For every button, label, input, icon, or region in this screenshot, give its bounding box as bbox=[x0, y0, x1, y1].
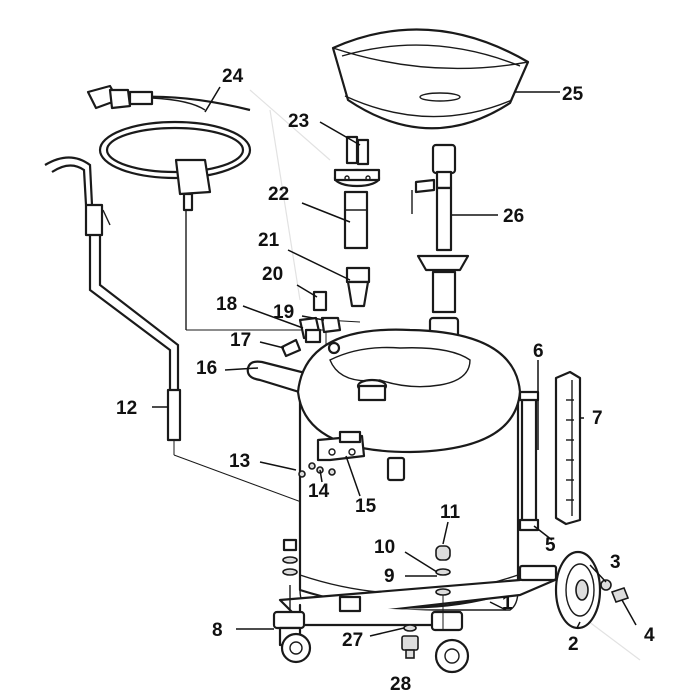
callout-15: 15 bbox=[355, 496, 377, 517]
part-28-drain-plug bbox=[401, 635, 419, 659]
part-18-valve-elbow bbox=[298, 316, 322, 344]
part-24-coiled-hose bbox=[86, 84, 252, 330]
part-caster-front bbox=[430, 610, 470, 674]
part-26-standpipe-valve bbox=[411, 143, 470, 342]
callout-27: 27 bbox=[342, 630, 363, 651]
callout-19: 19 bbox=[273, 302, 294, 323]
callout-18: 18 bbox=[216, 294, 237, 315]
part-15-mounting-bracket bbox=[316, 430, 406, 482]
part-8-caster-wheel bbox=[272, 538, 312, 664]
callout-22: 22 bbox=[268, 184, 289, 205]
callout-4: 4 bbox=[644, 625, 655, 646]
callout-23: 23 bbox=[288, 111, 309, 132]
callout-14: 14 bbox=[308, 481, 330, 502]
callout-10: 10 bbox=[374, 537, 395, 558]
part-25-drain-bowl bbox=[331, 28, 530, 130]
part-17-fitting bbox=[280, 338, 302, 358]
part-10-washer bbox=[435, 568, 451, 576]
callout-16: 16 bbox=[196, 358, 217, 379]
part-2-rear-wheel bbox=[518, 550, 602, 630]
callout-28: 28 bbox=[390, 674, 411, 695]
callout-26: 26 bbox=[503, 206, 524, 227]
callout-7: 7 bbox=[592, 408, 603, 429]
callout-21: 21 bbox=[258, 230, 280, 251]
callout-20: 20 bbox=[262, 264, 283, 285]
part-20-nipple bbox=[312, 290, 328, 312]
callout-6: 6 bbox=[533, 341, 544, 362]
callout-11: 11 bbox=[440, 502, 461, 523]
callout-9: 9 bbox=[384, 566, 395, 587]
part-22-suction-tube bbox=[343, 190, 369, 250]
callout-labels: 1 2 3 4 5 6 7 8 9 10 11 12 13 14 15 16 1… bbox=[116, 66, 655, 695]
part-27-drain-washer bbox=[403, 624, 417, 632]
part-7-level-gauge bbox=[554, 370, 582, 526]
part-4-axle-bolt bbox=[610, 587, 630, 603]
callout-25: 25 bbox=[562, 84, 584, 105]
part-6-sight-tube bbox=[518, 390, 540, 532]
part-11-cap-nut bbox=[435, 545, 451, 561]
callout-17: 17 bbox=[230, 330, 251, 351]
callout-2: 2 bbox=[568, 634, 579, 655]
callout-1: 1 bbox=[502, 593, 513, 614]
leader-lines bbox=[152, 86, 637, 637]
part-23-probe-cap bbox=[333, 135, 381, 188]
part-19-coupling bbox=[320, 316, 342, 355]
callout-3: 3 bbox=[610, 552, 621, 573]
callout-5: 5 bbox=[545, 535, 556, 556]
part-3-axle-washer bbox=[600, 579, 612, 591]
part-21-tube-adapter bbox=[345, 266, 371, 308]
callout-24: 24 bbox=[222, 66, 244, 87]
part-9-lock-washer bbox=[435, 588, 451, 596]
callout-12: 12 bbox=[116, 398, 137, 419]
callout-13: 13 bbox=[229, 451, 250, 472]
callout-8: 8 bbox=[212, 620, 223, 641]
